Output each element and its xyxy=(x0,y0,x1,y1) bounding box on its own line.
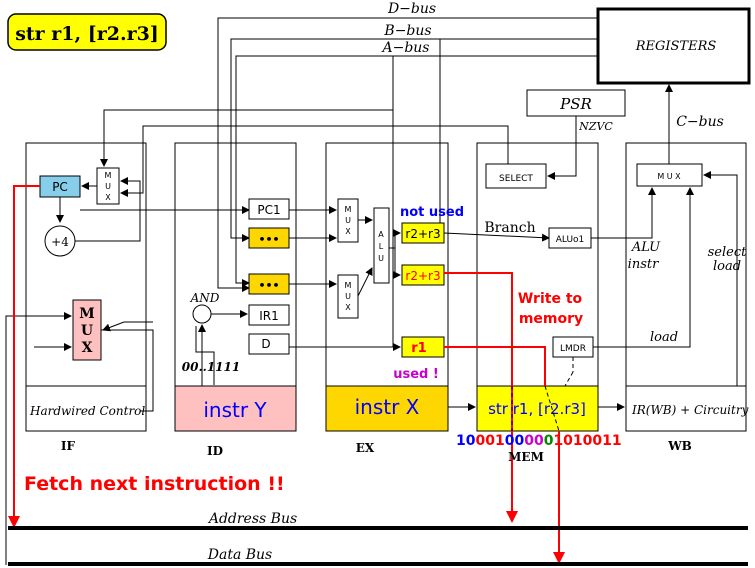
stage-label-wb: WB xyxy=(667,439,692,453)
c-bus-label: C−bus xyxy=(676,114,724,130)
wb-mux-label: M U X xyxy=(657,172,681,181)
alu-u: U xyxy=(378,254,384,263)
encoding-bits-rest: 1010011 xyxy=(553,433,621,449)
d-label: D xyxy=(261,337,270,351)
select-label: SELECT xyxy=(499,174,533,184)
if-mux-m: M xyxy=(79,306,95,322)
instruction-encoding: 10001000001010011 xyxy=(456,433,622,449)
write-memory-label-1: Write to xyxy=(518,291,583,307)
pc-mux-m: M xyxy=(105,171,112,180)
d-bus-label: D−bus xyxy=(387,1,436,17)
lmdr-label: LMDR xyxy=(560,344,586,354)
plus4-label: +4 xyxy=(51,235,69,249)
alu-instr-label-1: ALU xyxy=(631,240,661,255)
pc1-register xyxy=(248,198,290,220)
stage-label-id: ID xyxy=(207,444,223,458)
pc-label: PC xyxy=(52,180,68,194)
id-dots-bottom-label: ••• xyxy=(258,279,279,292)
ex-mux-bottom-u: U xyxy=(345,292,351,301)
ex-mux-bottom-x: X xyxy=(345,303,351,312)
nzvc-label: NZVC xyxy=(578,120,613,133)
pc1-label: PC1 xyxy=(257,203,280,217)
d-register xyxy=(248,333,290,355)
registers-box xyxy=(596,7,751,85)
stage-label-mem: MEM xyxy=(508,450,544,464)
address-bus-label: Address Bus xyxy=(207,511,297,527)
fetch-next-label: Fetch next instruction !! xyxy=(24,473,285,495)
ex-r2r3-bottom xyxy=(401,264,445,286)
ex-r1-label: r1 xyxy=(411,341,426,356)
pc-mux-x: X xyxy=(105,193,111,202)
alu xyxy=(373,207,390,284)
id-dots-top-label: ••• xyxy=(258,233,279,246)
id-instr: instr Y xyxy=(203,398,267,422)
and-label: AND xyxy=(190,291,220,305)
alu-a: A xyxy=(378,230,384,239)
mem-instr: str r1, [r2.r3] xyxy=(488,400,586,418)
ex-instr: instr X xyxy=(355,395,420,419)
select-load-label-1: select xyxy=(708,245,747,260)
wb-stage-box xyxy=(625,142,747,432)
registers-label: REGISTERS xyxy=(635,39,717,54)
pc-mux-u: U xyxy=(105,182,111,191)
mask-label: 00..1111 xyxy=(182,360,240,374)
psr-label: PSR xyxy=(559,95,592,113)
ir1-register xyxy=(248,304,290,326)
alu-instr-label-2: instr xyxy=(628,257,659,272)
encoding-bits-op: 001 xyxy=(475,433,504,449)
not-used-label: not used xyxy=(400,205,464,220)
encoding-bits-cond: 10 xyxy=(456,433,476,449)
branch-label: Branch xyxy=(484,220,535,236)
if-mux-u: U xyxy=(81,323,93,339)
ex-mux-top-m: M xyxy=(345,205,352,214)
hardwired-label: Hardwired Control xyxy=(29,404,145,418)
used-label: used ! xyxy=(393,367,439,382)
diagram-title: str r1, [r2.r3] xyxy=(15,23,159,45)
ex-instr-box xyxy=(325,385,449,432)
a-bus-label: A−bus xyxy=(380,40,429,56)
data-bus-label: Data Bus xyxy=(207,547,272,563)
mem-instr-box xyxy=(476,385,599,432)
title-box xyxy=(7,13,167,51)
stage-label-ex: EX xyxy=(356,441,375,455)
b-bus-label: B−bus xyxy=(383,23,431,39)
stage-label-if: IF xyxy=(61,439,76,453)
and-gate xyxy=(192,304,212,324)
ir-wb-label: IR(WB) + Circuitry xyxy=(631,403,749,417)
id-instr-box xyxy=(174,385,297,432)
select-load-label-2: load xyxy=(713,259,741,274)
if-stage-box xyxy=(25,142,147,432)
write-memory-label-2: memory xyxy=(519,311,583,327)
encoding-bits-f1: 00 xyxy=(505,433,525,449)
load-label: load xyxy=(650,330,678,345)
if-mux-x: X xyxy=(82,340,93,356)
encoding-bits-f2: 00 xyxy=(524,433,544,449)
ex-mux-top-u: U xyxy=(345,216,351,225)
alu01-label: ALUo1 xyxy=(556,235,585,245)
select-box xyxy=(485,163,547,189)
ex-r2r3-bottom-label: r2+r3 xyxy=(405,269,440,283)
ex-mux-bottom xyxy=(337,274,359,319)
ex-mux-top-x: X xyxy=(345,227,351,236)
ex-mux-bottom-m: M xyxy=(345,281,352,290)
ex-r2r3-top-label: r2+r3 xyxy=(405,227,440,241)
encoding-bits-load: 0 xyxy=(544,433,554,449)
alu-l: L xyxy=(379,242,384,251)
ir1-label: IR1 xyxy=(259,309,279,323)
